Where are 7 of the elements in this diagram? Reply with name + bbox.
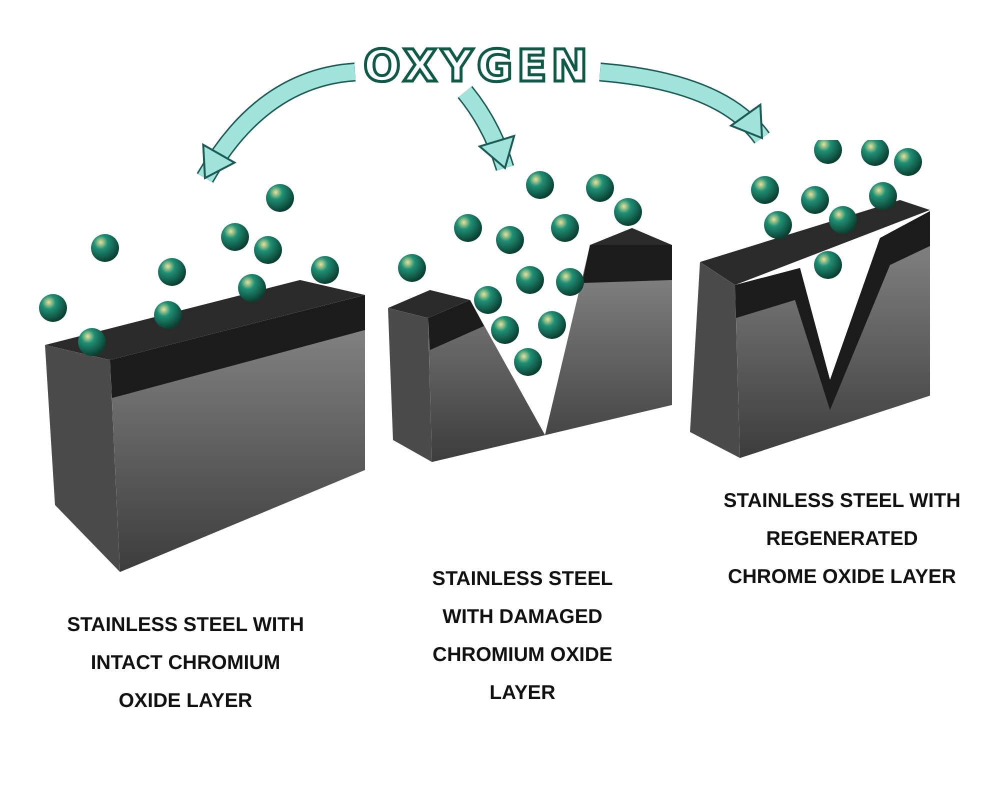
block-caption: STAINLESS STEEL WITH DAMAGED CHROMIUM OXIDE LAYER <box>431 567 614 706</box>
curved-arrow <box>599 62 770 144</box>
block-caption: STAINLESS STEEL WITH REGENERATED CHROME OXIDE LAYER <box>722 489 962 590</box>
oxygen-heading: OXYGEN <box>355 40 600 92</box>
block-caption: STAINLESS STEEL WITH INTACT CHROMIUM OXIDE LAYER <box>66 613 306 714</box>
curved-arrow <box>458 86 515 171</box>
curved-arrow <box>196 62 356 183</box>
